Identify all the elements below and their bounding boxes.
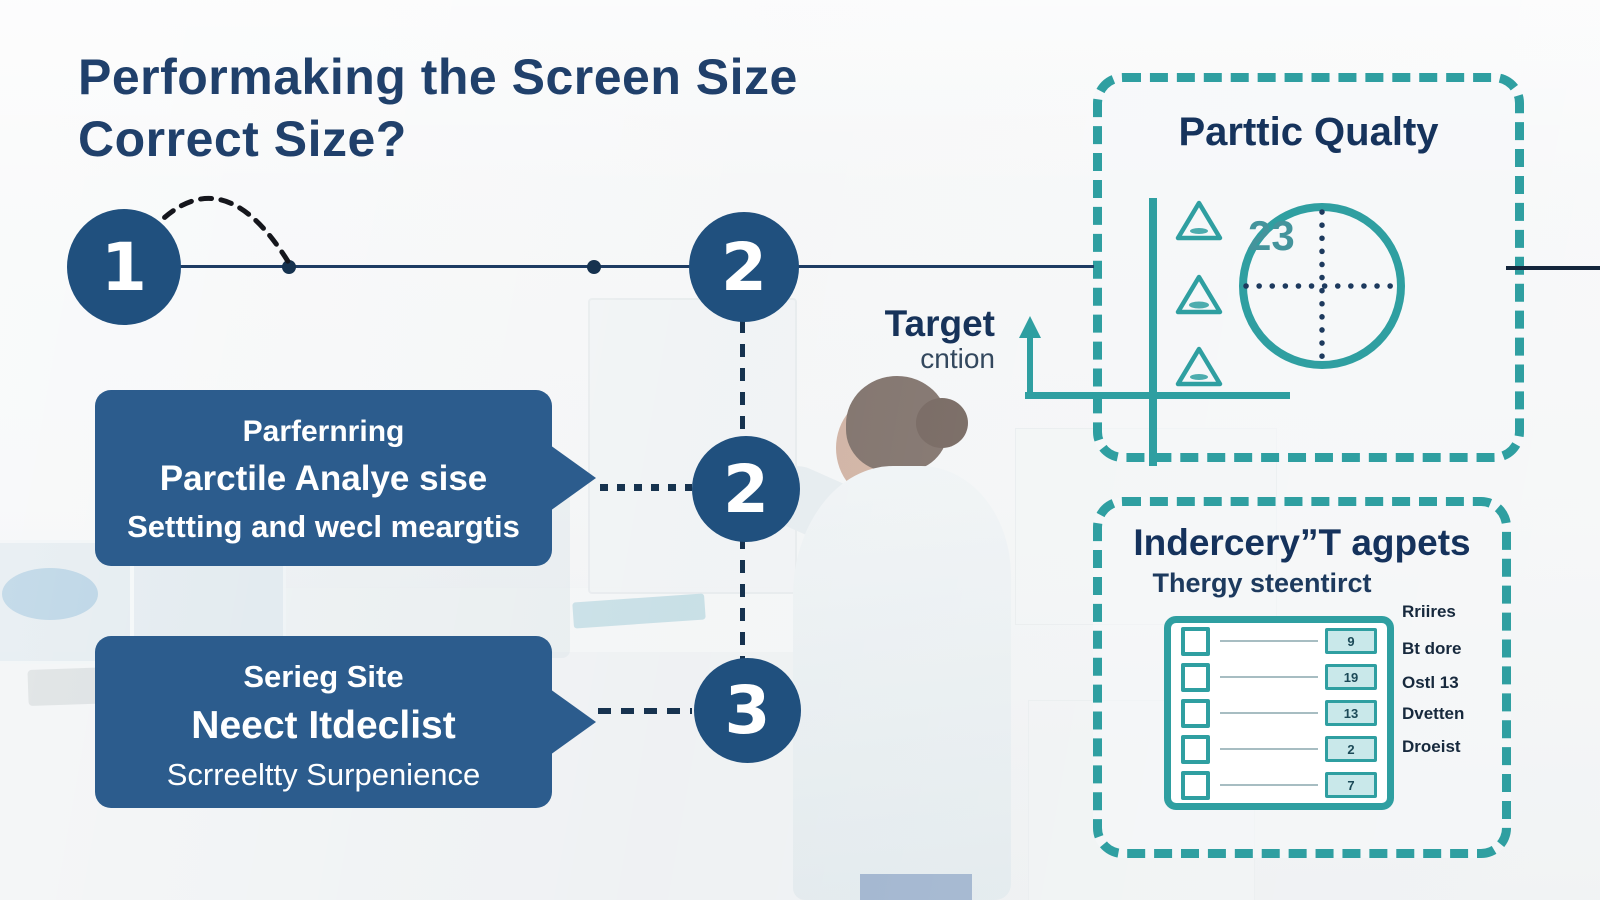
- row-line: [1220, 676, 1318, 678]
- checklist-note: Droeist: [1402, 737, 1461, 756]
- checklist-note: Rriires: [1402, 602, 1456, 621]
- callout2-line1: Serieg Site: [243, 659, 404, 694]
- checklist-row: 9: [1171, 623, 1387, 659]
- checklist-note: Bt dore: [1402, 639, 1462, 658]
- checklist-row: 13: [1171, 695, 1387, 731]
- target-sublabel: cntion: [920, 343, 995, 374]
- callout1-line3: Settting and wecl meargtis: [127, 509, 520, 544]
- checkbox-icon[interactable]: [1181, 770, 1210, 800]
- callout-arrow-right: [550, 689, 596, 755]
- callout2-line3: Scrreeltty Surpenience: [166, 757, 481, 792]
- callout1-connector-dotted: [600, 484, 692, 491]
- step-number: 1: [101, 228, 147, 306]
- gauge-value: 23: [1248, 212, 1295, 259]
- callout-arrow-right: [550, 445, 596, 511]
- axis-vertical-line: [1149, 198, 1157, 466]
- checkbox-icon[interactable]: [1181, 734, 1210, 764]
- target-arrow-shaft: [1027, 336, 1033, 398]
- timeline-line-right: [1506, 266, 1600, 270]
- targets-panel-subtitle: Thergy steentirct: [1152, 568, 1372, 598]
- target-label: Target: [884, 303, 995, 344]
- particle-triangle-icon: [1175, 200, 1223, 241]
- callout-particle-analysis: Parfernring Parctile Analye sise Setttin…: [95, 390, 596, 566]
- row-badge: 13: [1325, 700, 1377, 726]
- target-arrowhead-icon: [1019, 316, 1041, 338]
- scientist-lab-coat: [793, 466, 1011, 900]
- callout2-connector-dashed: [598, 708, 692, 714]
- particle-triangle-icon: [1175, 346, 1223, 387]
- panel-particle-quality: Parttic Qualty 23: [1093, 73, 1524, 466]
- row-badge: 19: [1325, 664, 1377, 690]
- step-number: 2: [721, 228, 767, 306]
- row-line: [1220, 748, 1318, 750]
- step-number: 2: [723, 450, 769, 528]
- monitor-screen-blob: [2, 568, 98, 620]
- row-line: [1220, 712, 1318, 714]
- step-number: 3: [724, 672, 771, 749]
- checklist-row: 19: [1171, 659, 1387, 695]
- callout1-line1: Parfernring: [242, 415, 405, 448]
- checklist-card: 9 19 13 2 7: [1164, 616, 1394, 810]
- checklist-row: 7: [1171, 767, 1387, 803]
- page-title-line1: Performaking the Screen Size: [78, 49, 798, 105]
- callout-checklist-step: Serieg Site Neect Itdeclist Scrreeltty S…: [95, 636, 596, 808]
- panel-targets: Indercery”T agpets Thergy steentirct 9 1…: [1093, 497, 1511, 858]
- row-badge: 9: [1325, 628, 1377, 654]
- row-badge: 7: [1325, 772, 1377, 798]
- checklist-note: Dvetten: [1402, 704, 1465, 723]
- axis-horizontal-line: [1025, 392, 1290, 399]
- checkbox-icon[interactable]: [1181, 698, 1210, 728]
- scientist-jeans: [860, 874, 972, 900]
- step-node-2: 2: [689, 212, 799, 322]
- step-node-2b: 2: [692, 436, 800, 542]
- targets-panel-title: Indercery”T agpets: [1133, 522, 1471, 563]
- particle-triangle-icon: [1175, 274, 1223, 315]
- callout1-line2: Parctile Analye sise: [159, 459, 488, 498]
- step-node-3: 3: [694, 658, 801, 763]
- timeline-dot-2: [587, 260, 601, 274]
- scientist-hair-bun: [916, 398, 968, 448]
- row-line: [1220, 784, 1318, 786]
- row-line: [1220, 640, 1318, 642]
- quality-panel-title: Parttic Qualty: [1178, 110, 1439, 154]
- checkbox-icon[interactable]: [1181, 626, 1210, 656]
- checklist-note: Ostl 13: [1402, 673, 1459, 692]
- row-badge: 2: [1325, 736, 1377, 762]
- step-node-1: 1: [67, 209, 181, 325]
- callout2-line2: Neect Itdeclist: [191, 704, 456, 747]
- checkbox-icon[interactable]: [1181, 662, 1210, 692]
- checklist-row: 2: [1171, 731, 1387, 767]
